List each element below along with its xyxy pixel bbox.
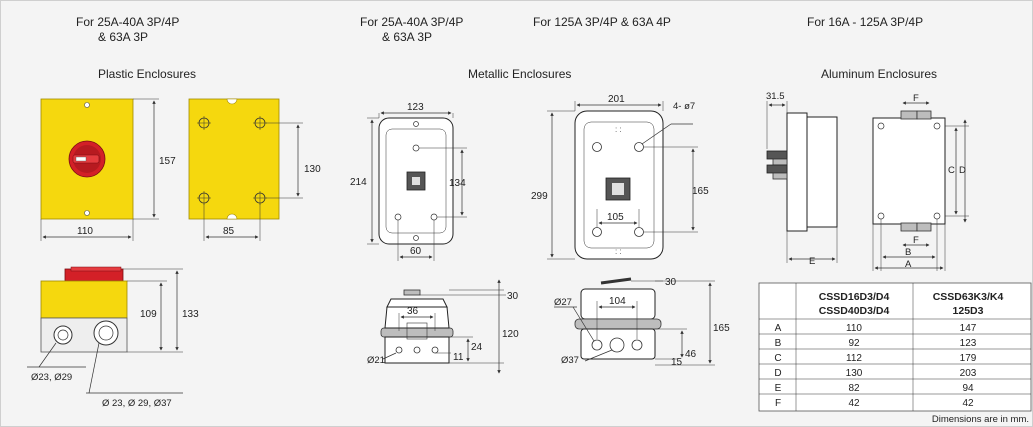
table-row-label: E (775, 383, 782, 394)
section-metallic: Metallic Enclosures (468, 67, 571, 81)
aluminum-front-view (872, 110, 946, 232)
table-col1-line2: CSSD40D3/D4 (819, 305, 890, 317)
dim-m2-height: 299 (531, 191, 548, 202)
header-col2-line2: & 63A 3P (382, 30, 432, 44)
dim-p-side-b: 133 (182, 309, 199, 320)
table-cell: 42 (962, 398, 974, 409)
dim-a-b: B (905, 247, 911, 258)
dim-m2-gland-a: Ø27 (554, 297, 572, 308)
table-cell: 92 (848, 338, 860, 349)
dim-a-e: E (809, 256, 815, 267)
table-cell: 147 (960, 323, 977, 334)
table-cell: 123 (960, 338, 977, 349)
table-row-label: B (775, 338, 782, 349)
dim-m1-hole-h: 60 (410, 246, 422, 257)
dim-m1-depth: 120 (502, 329, 519, 340)
metallic-small-side-view (380, 289, 454, 364)
dim-m1-hole-v: 134 (449, 178, 466, 189)
table-col2-line2: 125D3 (953, 305, 984, 317)
svg-text:: :: : : (615, 247, 622, 256)
dim-a-c: C (948, 165, 955, 176)
table-col2-line1: CSSD63K3/K4 (933, 291, 1004, 303)
header-col2-line1: For 25A-40A 3P/4P (360, 15, 463, 29)
dimension-table: CSSD16D3/D4 CSSD40D3/D4 CSSD63K3/K4 125D… (758, 282, 1032, 412)
aluminum-side-view (766, 112, 838, 232)
header-col1-line1: For 25A-40A 3P/4P (76, 15, 179, 29)
header-col3-line1: For 125A 3P/4P & 63A 4P (533, 15, 671, 29)
dim-p-glands-small: Ø23, Ø29 (31, 372, 72, 383)
dim-m1-top: 30 (507, 291, 519, 302)
table-row-label: D (774, 368, 781, 379)
dim-m2-hole-v: 165 (692, 186, 709, 197)
metallic-small-front-view (378, 117, 454, 245)
dim-a-f: F (913, 93, 919, 104)
dim-m2-top: 30 (665, 277, 677, 288)
dim-p-hole-v: 130 (304, 164, 321, 175)
table-cell: 179 (960, 353, 977, 364)
dim-m2-width: 201 (608, 94, 625, 105)
metallic-large-side-view (574, 277, 662, 360)
section-aluminum: Aluminum Enclosures (821, 67, 937, 81)
svg-text:: :: : : (615, 125, 622, 134)
table-cell: 42 (848, 398, 860, 409)
dim-a-a: A (905, 259, 912, 270)
dim-a-d: D (959, 165, 966, 176)
dim-m2-gland-b: Ø37 (561, 355, 579, 366)
table-row-label: F (775, 398, 781, 409)
table-row-label: A (775, 323, 782, 334)
table-cell: 112 (846, 353, 862, 364)
table-row-label: C (774, 353, 781, 364)
dim-p-hole-h: 85 (223, 226, 235, 237)
table-cell: 110 (846, 323, 862, 334)
footnote: Dimensions are in mm. (932, 414, 1029, 425)
dim-p-width: 110 (77, 226, 93, 237)
dim-m1-width: 123 (407, 102, 424, 113)
dim-m2-b: 15 (671, 357, 683, 368)
dim-m1-height: 214 (350, 177, 367, 188)
dim-m2-a: 46 (685, 349, 697, 360)
dim-m1-inner: 36 (407, 306, 419, 317)
table-cell: 130 (846, 368, 863, 379)
dim-m2-hole-h: 105 (607, 212, 624, 223)
dim-m1-gland: Ø21 (367, 355, 385, 366)
table-col1-line1: CSSD16D3/D4 (819, 291, 890, 303)
dim-m2-inner: 104 (609, 296, 626, 307)
plastic-back-view (188, 98, 280, 220)
header-col4-line1: For 16A - 125A 3P/4P (807, 15, 923, 29)
table-cell: 82 (848, 383, 860, 394)
dim-p-glands-large: Ø 23, Ø 29, Ø37 (102, 398, 172, 409)
dim-p-side-a: 109 (140, 309, 157, 320)
dim-a-f2: F (913, 235, 919, 246)
dim-m2-holes: 4- ø7 (673, 101, 695, 112)
dim-m1-b: 11 (453, 352, 464, 363)
dim-p-height: 157 (159, 156, 176, 167)
section-plastic: Plastic Enclosures (98, 67, 196, 81)
header-col1-line2: & 63A 3P (98, 30, 148, 44)
plastic-front-view (40, 98, 134, 220)
dim-m2-depth: 165 (713, 323, 730, 334)
plastic-side-view (40, 266, 128, 353)
table-cell: 94 (962, 383, 974, 394)
metallic-large-front-view: : : : : (574, 110, 664, 260)
dim-m1-a: 24 (471, 342, 483, 353)
dim-a-side: 31.5 (766, 91, 785, 102)
table-cell: 203 (960, 368, 977, 379)
